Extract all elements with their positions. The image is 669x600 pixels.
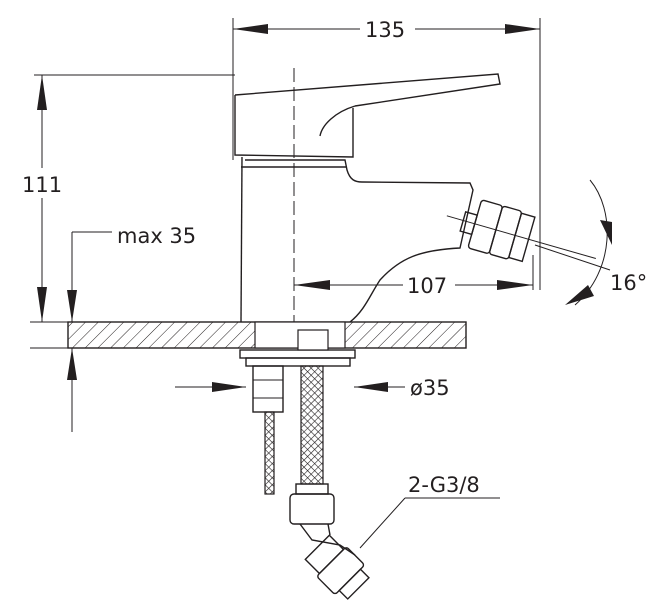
dimension-max-35: max 35 (30, 224, 196, 432)
hose-connector (289, 483, 370, 600)
dimension-135-label: 135 (365, 18, 405, 42)
spray-nozzle (446, 199, 596, 263)
dimension-hole: ø35 (175, 376, 450, 400)
faucet-body (234, 73, 501, 323)
dimension-111-label: 111 (22, 173, 62, 197)
angle-label: 16° (610, 271, 647, 295)
max-35-label: max 35 (117, 224, 196, 248)
connection-label: 2-G3/8 (408, 473, 480, 497)
connection-callout: 2-G3/8 (359, 473, 500, 549)
dimension-135: 135 (232, 18, 541, 290)
dimension-107-label: 107 (407, 274, 447, 298)
hole-label: ø35 (410, 376, 450, 400)
dimension-angle: 16° (534, 179, 647, 306)
mounting-hardware (239, 329, 356, 495)
dimension-107: 107 (294, 255, 534, 298)
dimension-111: 111 (22, 74, 235, 322)
